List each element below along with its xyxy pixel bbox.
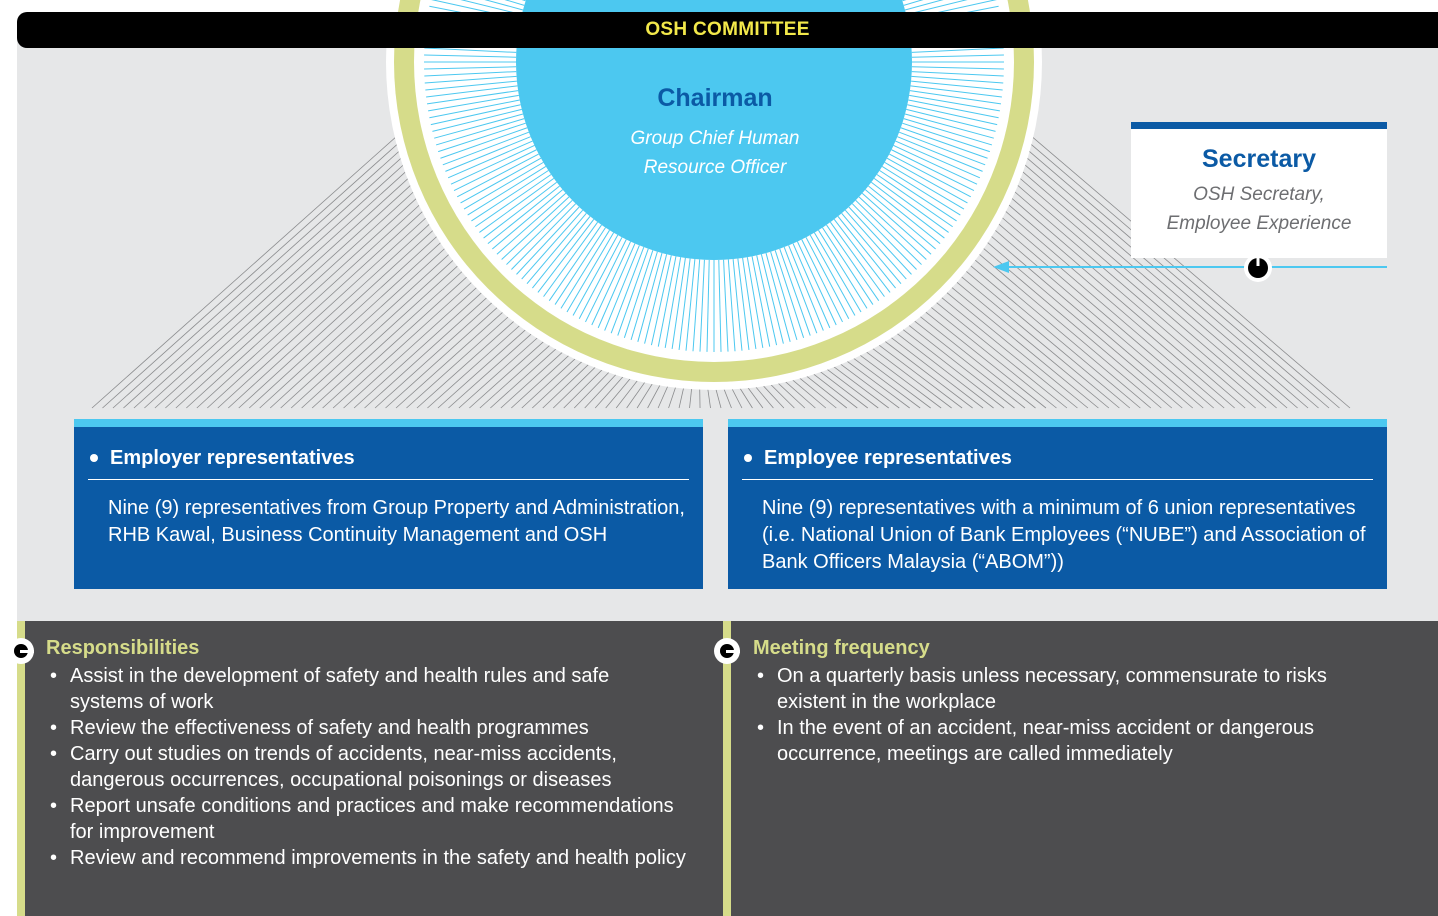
header-title: OSH COMMITTEE [645, 19, 810, 40]
employee-description: Nine (9) representatives with a minimum … [762, 497, 1366, 573]
secretary-role: OSH Secretary, Employee Experience [1131, 180, 1387, 238]
secretary-role-line1: OSH Secretary, [1193, 184, 1325, 205]
list-item: Report unsafe conditions and practices a… [48, 793, 688, 845]
meeting-accent-line [723, 621, 731, 916]
list-item: Review the effectiveness of safety and h… [48, 715, 688, 741]
employer-header: Employer representatives [88, 437, 689, 480]
responsibilities-list: Assist in the development of safety and … [48, 663, 688, 871]
chairman-role-line1: Group Chief Human [630, 128, 800, 149]
secretary-title: Secretary [1202, 145, 1316, 173]
connector-arrowhead [993, 261, 1009, 273]
employer-description: Nine (9) representatives from Group Prop… [108, 497, 685, 546]
committee-ring [386, 0, 1042, 390]
meeting-section-icon [714, 638, 740, 664]
employee-representatives-box: Employee representatives Nine (9) repres… [728, 419, 1387, 589]
list-item: In the event of an accident, near-miss a… [755, 715, 1385, 767]
employer-title: Employer representatives [110, 446, 355, 469]
meeting-frequency-title: Meeting frequency [753, 637, 930, 659]
bullet-icon [90, 454, 98, 462]
employer-representatives-box: Employer representatives Nine (9) repres… [74, 419, 703, 589]
committee-header: OSH COMMITTEE [17, 12, 1438, 48]
list-item: Review and recommend improvements in the… [48, 845, 688, 871]
meeting-frequency-list: On a quarterly basis unless necessary, c… [755, 663, 1385, 767]
responsibilities-section-icon [8, 638, 34, 664]
employee-header: Employee representatives [742, 437, 1373, 480]
employee-title: Employee representatives [764, 446, 1012, 469]
responsibilities-accent-line [17, 621, 25, 916]
list-item: Carry out studies on trends of accidents… [48, 741, 688, 793]
list-item: Assist in the development of safety and … [48, 663, 688, 715]
chairman-role-line2: Resource Officer [643, 157, 787, 178]
secretary-box: Secretary OSH Secretary, Employee Experi… [1131, 122, 1387, 258]
chairman-role: Group Chief Human Resource Officer [560, 124, 870, 182]
fan-lines [91, 131, 1351, 409]
secretary-role-line2: Employee Experience [1166, 213, 1352, 234]
list-item: On a quarterly basis unless necessary, c… [755, 663, 1385, 715]
connector-node-icon [1244, 254, 1272, 282]
responsibilities-title: Responsibilities [46, 637, 200, 659]
chairman-title: Chairman [657, 84, 773, 112]
bullet-icon [744, 454, 752, 462]
